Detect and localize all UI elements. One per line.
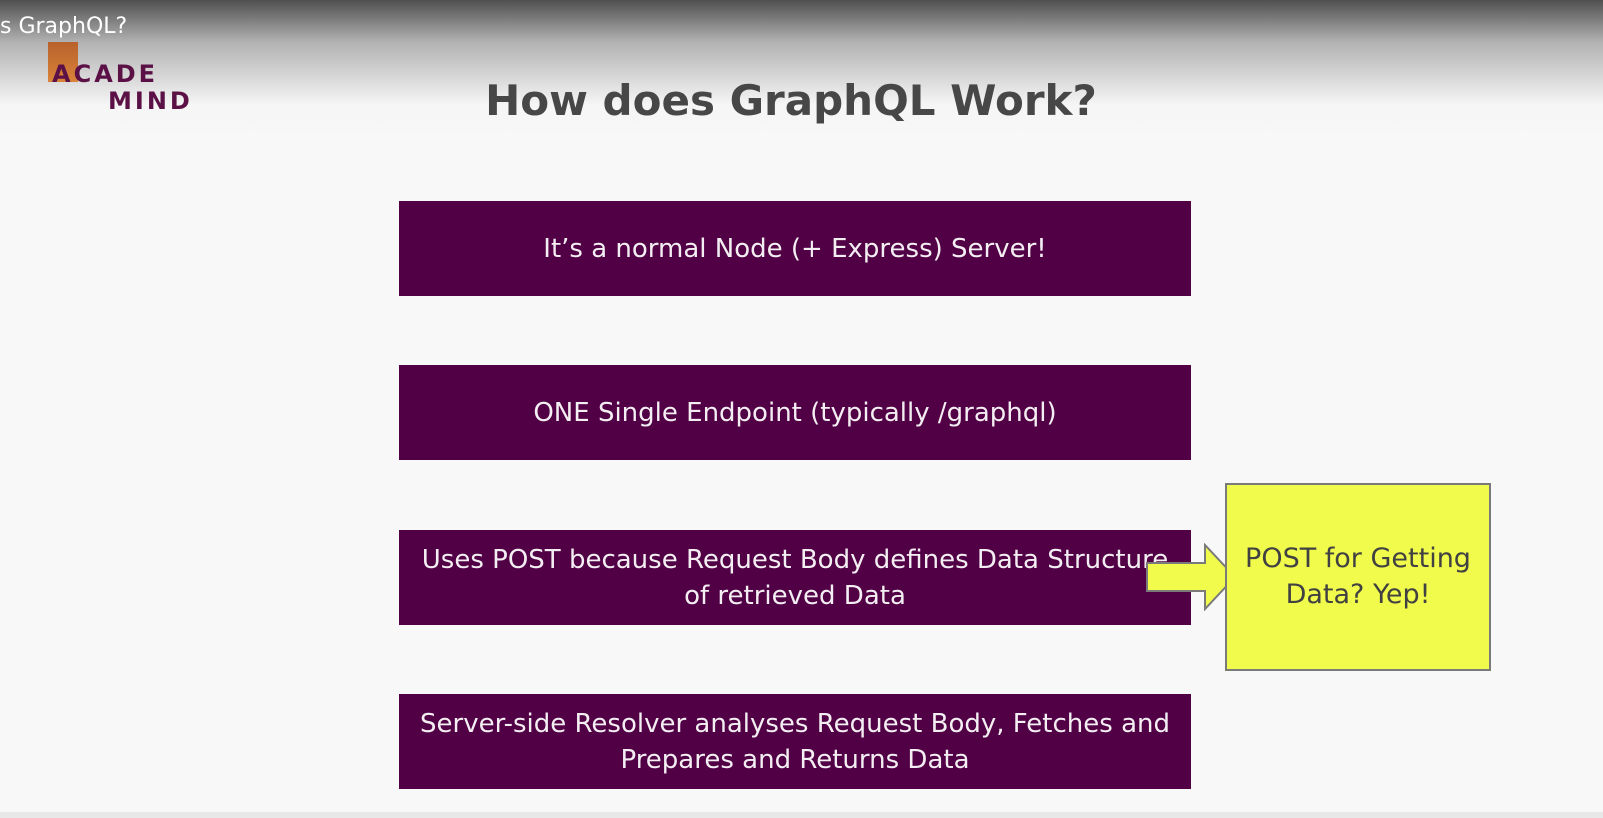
point-box-2: ONE Single Endpoint (typically /graphql) xyxy=(399,365,1191,460)
logo-line-2: MIND xyxy=(108,87,193,115)
logo-line-1: ACADE xyxy=(52,60,159,88)
title-overlay xyxy=(0,0,1603,140)
right-arrow-icon xyxy=(1146,543,1237,611)
academind-logo: ACADE MIND xyxy=(48,42,198,117)
logo-mark-icon xyxy=(48,42,78,82)
slide-title: How does GraphQL Work? xyxy=(485,76,1097,125)
point-box-1: It’s a normal Node (+ Express) Server! xyxy=(399,201,1191,296)
point-box-3: Uses POST because Request Body defines D… xyxy=(399,530,1191,625)
bottom-edge xyxy=(0,812,1603,818)
video-title[interactable]: s GraphQL? xyxy=(0,14,128,39)
point-box-4: Server-side Resolver analyses Request Bo… xyxy=(399,694,1191,789)
callout-box: POST for Getting Data? Yep! xyxy=(1225,483,1491,671)
